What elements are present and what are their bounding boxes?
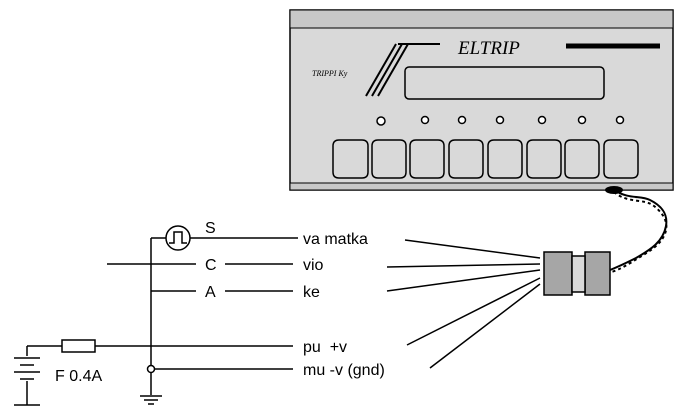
led-indicator xyxy=(420,115,430,125)
led-indicator xyxy=(537,115,547,125)
led-indicator xyxy=(577,115,587,125)
wire-label-4: pu +v xyxy=(303,339,347,356)
wire-label-5: mu -v (gnd) xyxy=(303,362,385,379)
panel-key[interactable] xyxy=(409,139,445,179)
wire-label-1: va matka xyxy=(303,231,368,248)
panel-key[interactable] xyxy=(526,139,562,179)
panel-key[interactable] xyxy=(564,139,600,179)
terminal-c-label: C xyxy=(205,257,217,274)
led-indicator xyxy=(495,115,505,125)
maker-label: TRIPPI Ky xyxy=(312,69,348,78)
pulse-icon xyxy=(165,225,191,251)
panel-key[interactable] xyxy=(448,139,484,179)
panel-key[interactable] xyxy=(603,139,639,179)
terminal-a-label: A xyxy=(205,284,216,301)
led-row xyxy=(376,115,625,126)
device-panel: ELTRIP TRIPPI Ky xyxy=(289,9,674,194)
fan-wires xyxy=(386,239,541,369)
fuse xyxy=(61,339,96,353)
display-window xyxy=(404,66,605,100)
panel-key[interactable] xyxy=(371,139,407,179)
brand-stripes xyxy=(365,43,440,97)
fuse-label: F 0.4A xyxy=(55,368,102,385)
twisted-cable xyxy=(609,189,668,273)
junction-dot xyxy=(146,364,156,374)
connector xyxy=(543,251,611,296)
led-indicator xyxy=(376,116,386,126)
panel-key[interactable] xyxy=(332,139,369,179)
terminal-s-label: S xyxy=(205,220,216,237)
wire-label-2: vio xyxy=(303,257,324,274)
led-indicator xyxy=(457,115,467,125)
key-row xyxy=(332,139,639,179)
sensor-circuit xyxy=(14,237,298,406)
wire-label-3: ke xyxy=(303,284,320,301)
led-indicator xyxy=(615,115,625,125)
panel-key[interactable] xyxy=(487,139,523,179)
brand-title: ELTRIP xyxy=(457,38,520,59)
